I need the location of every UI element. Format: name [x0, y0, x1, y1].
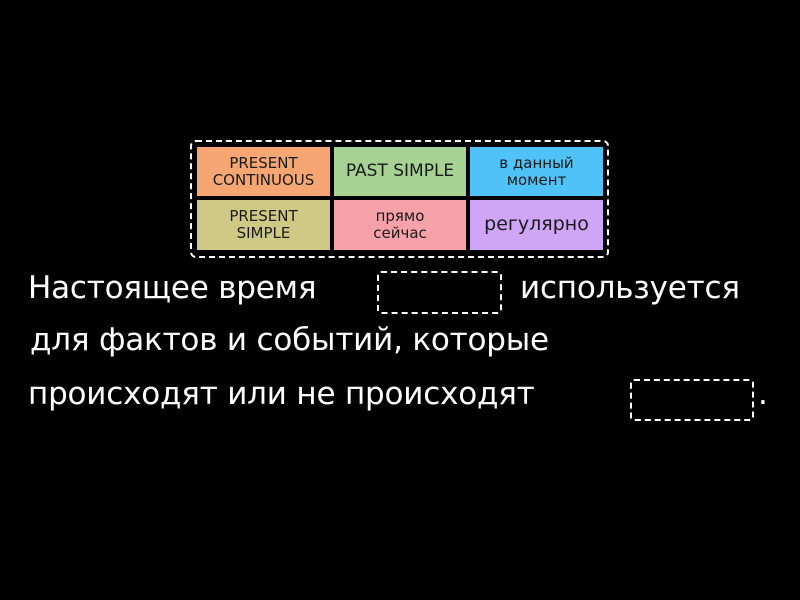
answer-bank: [190, 140, 609, 258]
tile-label-line: сейчас: [373, 224, 427, 242]
sentence-period: .: [758, 376, 768, 412]
tile-label-line: PAST SIMPLE: [345, 160, 455, 181]
blank-slot-1[interactable]: [377, 271, 502, 314]
sentence-line-1-start: Настоящее время: [28, 270, 317, 306]
tile-present-continuous[interactable]: PRESENT CONTINUOUS: [197, 147, 330, 196]
tile-label-line: прямо: [375, 207, 425, 226]
tile-label-line: момент: [506, 170, 567, 189]
tile-past-simple[interactable]: PAST SIMPLE: [334, 147, 466, 196]
blank-slot-2[interactable]: [630, 379, 754, 421]
tile-present-simple[interactable]: PRESENT SIMPLE: [197, 200, 330, 250]
sentence-line-1-end: используется: [520, 270, 740, 306]
sentence-line-3-start: происходят или не происходят: [28, 376, 535, 412]
tile-label-line: SIMPLE: [236, 224, 291, 242]
tile-v-dannyi-moment[interactable]: в данный момент: [470, 147, 603, 196]
tile-label-line: PRESENT: [229, 207, 298, 226]
tile-regulyarno[interactable]: регулярно: [470, 200, 603, 250]
tile-label-line: регулярно: [484, 213, 589, 236]
sentence-line-2: для фактов и событий, которые: [30, 322, 549, 358]
tile-label-line: PRESENT: [229, 153, 298, 172]
tile-label-line: CONTINUOUS: [212, 170, 315, 189]
tile-label-line: в данный: [499, 153, 574, 172]
tile-pryamo-seychas[interactable]: прямо сейчас: [334, 200, 466, 250]
